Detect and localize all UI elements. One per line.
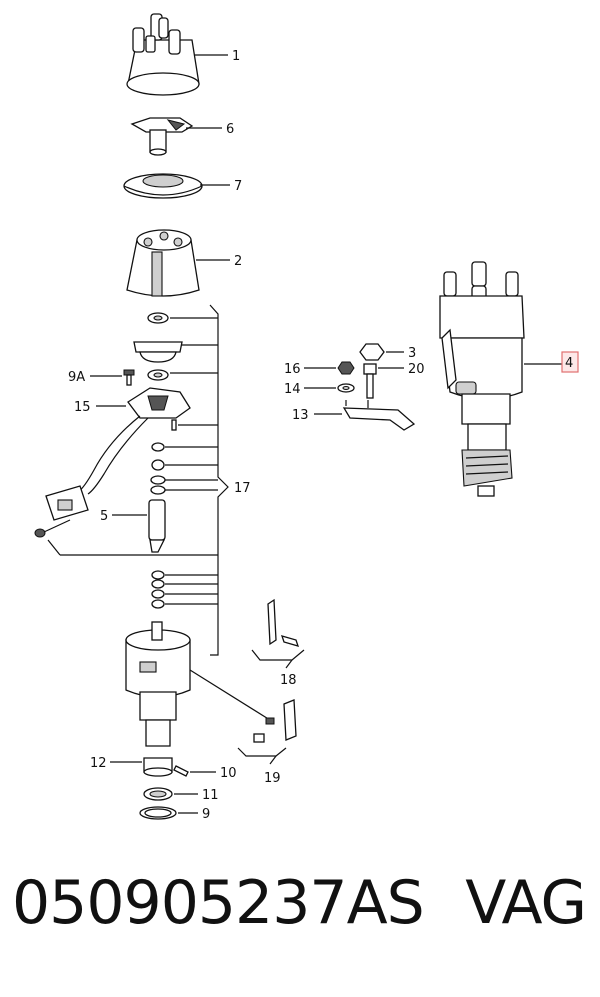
part-14-washer [337,383,355,393]
callout-4: 4 [565,356,573,371]
callout-9a: 9A [68,370,85,385]
parts-group-17 [133,312,183,609]
callout-17: 17 [234,481,251,496]
part-13-clamp [342,400,416,431]
part-12-gear [143,757,173,777]
callout-19: 19 [264,771,281,786]
callout-12: 12 [90,756,107,771]
distributor-housing [125,621,191,747]
callout-14: 14 [284,382,301,397]
footer: 050905237AS VAG [0,868,600,988]
part-19-clip [237,699,297,765]
part-4-distributor-assembly [439,261,525,497]
part-9a-screw [123,369,135,386]
part-11-seal [143,787,173,801]
part-7-dust-shield [123,173,203,199]
part-6-rotor [130,117,194,156]
callout-1: 1 [232,49,240,64]
part-9-o-ring [139,806,177,820]
part-3-nut [359,343,385,361]
callout-16: 16 [284,362,301,377]
callout-15: 15 [74,400,91,415]
callout-7: 7 [234,179,242,194]
callout-11: 11 [202,788,219,803]
part-5-vacuum-rod [148,499,166,553]
callout-10: 10 [220,766,237,781]
callout-20: 20 [408,362,425,377]
callout-18: 18 [280,673,297,688]
part-2-inner-cover [126,229,200,297]
callout-2: 2 [234,254,242,269]
screw-left [34,519,71,538]
part-10-pin [173,765,189,777]
callout-6: 6 [226,122,234,137]
callout-3: 3 [408,346,416,361]
exploded-parts-diagram: 1 6 7 2 [34,13,579,822]
callout-13: 13 [292,408,309,423]
callout-9: 9 [202,807,210,822]
part-20-bolt [363,363,377,399]
part-15-breaker-plate [45,387,191,521]
part-number: 050905237AS [12,868,425,938]
callout-5: 5 [100,509,108,524]
part-1-distributor-cap [126,13,200,96]
part-18-clip [251,598,305,669]
part-16-nut [337,361,355,375]
callout-4-highlight [561,351,579,373]
bracket-17 [47,304,229,656]
brand-name: VAG [465,868,587,938]
